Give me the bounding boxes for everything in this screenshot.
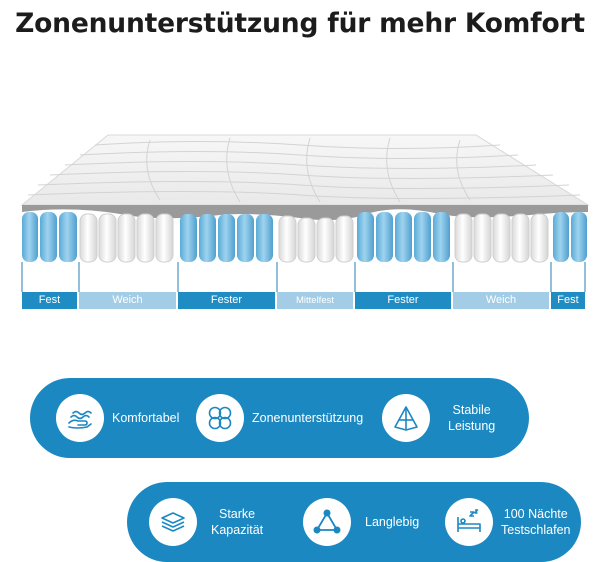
zone-guide-lines bbox=[21, 262, 586, 292]
feature-comfort: Komfortabel bbox=[56, 394, 179, 442]
zone-label: Mittelfest bbox=[277, 292, 355, 309]
feature-label: Langlebig bbox=[365, 515, 420, 529]
feature-stable-performance: Stabile Leistung bbox=[382, 394, 495, 442]
mattress-illustration bbox=[20, 134, 590, 292]
clover-icon bbox=[196, 394, 244, 442]
zone-label: Weich bbox=[453, 292, 551, 309]
page-title: Zonenunterstützung für mehr Komfort bbox=[15, 8, 585, 39]
sleeping-bed-icon bbox=[445, 498, 493, 546]
zone-legend-bar: Fest Weich Fester Mittelfest Fester Weic… bbox=[22, 292, 585, 309]
mattress-top-quilt bbox=[20, 134, 590, 206]
features-panel-1: Komfortabel Zonenunterstützung Stabile L… bbox=[30, 378, 529, 458]
feature-strong-capacity: Starke Kapazität bbox=[149, 498, 263, 546]
features-panel-2: Starke Kapazität Langlebig 100 Nächte Te… bbox=[127, 482, 581, 562]
feature-label: Zonenunterstützung bbox=[252, 411, 364, 425]
zone-label: Weich bbox=[79, 292, 178, 309]
feature-zone-support: Zonenunterstützung bbox=[196, 394, 363, 442]
feature-label: Komfortabel bbox=[112, 411, 180, 425]
zone-label: Fest bbox=[551, 292, 585, 309]
hand-fabric-icon bbox=[56, 394, 104, 442]
triangle-nodes-icon bbox=[303, 498, 351, 546]
zone-label: Fester bbox=[355, 292, 453, 309]
feature-label: Starke Kapazität bbox=[211, 507, 264, 537]
feature-label: Stabile Leistung bbox=[448, 403, 496, 433]
zone-label: Fest bbox=[22, 292, 79, 309]
zone-label: Fester bbox=[178, 292, 277, 309]
layers-icon bbox=[149, 498, 197, 546]
feature-trial-nights: 100 Nächte Testschlafen bbox=[445, 498, 570, 546]
pocket-springs bbox=[22, 212, 587, 263]
feature-durable: Langlebig bbox=[303, 498, 419, 546]
pyramid-icon bbox=[382, 394, 430, 442]
feature-label: 100 Nächte Testschlafen bbox=[501, 507, 571, 537]
